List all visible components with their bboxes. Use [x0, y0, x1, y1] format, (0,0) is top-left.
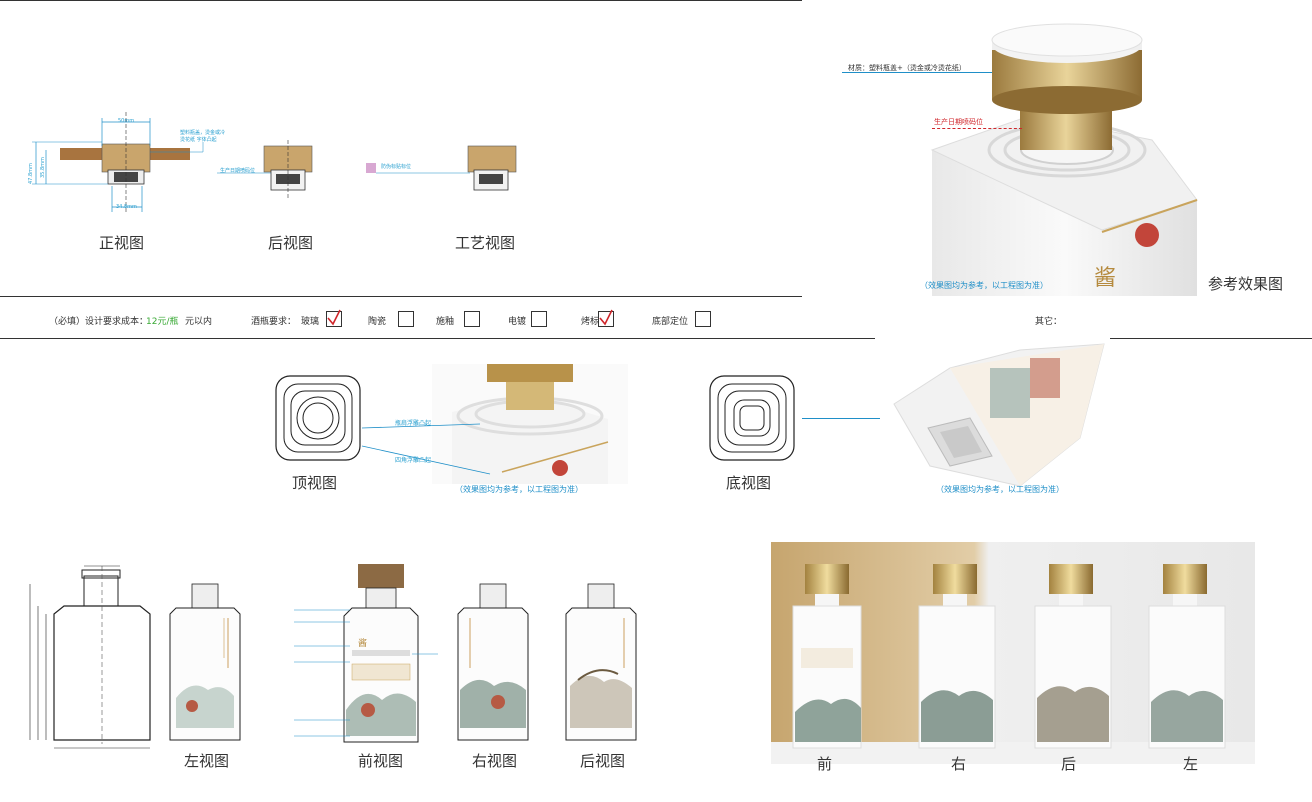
top-emboss-label: 瓶肩浮雕凸起 [395, 420, 432, 427]
top-border-line [0, 0, 802, 1]
top-view-drawing [275, 375, 361, 461]
photo-label-front: 前 [817, 755, 833, 773]
back-cap-drawing [217, 140, 313, 200]
photo-bottle-back [1034, 564, 1112, 749]
glaze-label: 施釉 [436, 317, 455, 327]
bottle-req-label: 酒瓶要求： [251, 317, 297, 327]
dimension-bottle-drawing [29, 565, 151, 749]
back-view-bottle [565, 583, 637, 741]
cost-value: 12元/瓶 [146, 317, 179, 327]
date-code-small-label: 生产日期喷码位 [220, 168, 256, 174]
front-view-bottle: 酱 [294, 564, 438, 743]
bottom-view-leader [802, 418, 907, 419]
craft-cap-drawing [376, 145, 517, 191]
dim-35: 35.8mm [40, 157, 46, 178]
effect-note-bottom: （效果图均为参考，以工程图为准） [936, 485, 1064, 494]
anti-fake-label: 防伪标贴标位 [381, 164, 412, 170]
top-view-leaders [361, 423, 491, 475]
req-top-line [0, 296, 802, 297]
front-view-caption: 正视图 [99, 234, 145, 252]
plating-label: 电镀 [508, 317, 527, 327]
bottom-render [880, 338, 1110, 486]
glass-label: 玻璃 [301, 317, 320, 327]
dim-34: 34.8mm [116, 204, 137, 210]
glaze-checkbox[interactable] [464, 311, 480, 327]
bottom-pos-label: 底部定位 [652, 317, 689, 327]
bottom-view-drawing [709, 375, 795, 461]
left-view-bottle [169, 583, 241, 741]
glass-checkbox[interactable] [326, 309, 342, 327]
photo-label-right: 右 [951, 755, 967, 773]
back-view-caption: 后视图 [268, 234, 314, 252]
shoulder-render [432, 364, 628, 484]
left-view-caption: 左视图 [184, 752, 230, 770]
dim-47: 47.8mm [28, 163, 34, 184]
right-view-caption: 右视图 [472, 752, 518, 770]
date-code-label: 生产日期喷码位 [934, 118, 983, 126]
req-bottom-line-right [1110, 338, 1312, 339]
check-icon [599, 309, 613, 326]
top-view-caption: 顶视图 [292, 474, 338, 492]
bottom-view-caption: 底视图 [726, 474, 772, 492]
material-label: 材质：塑料瓶盖+（烫金或冷烫花纸） [848, 64, 966, 72]
material-leader [842, 72, 992, 73]
ceramic-checkbox[interactable] [398, 311, 414, 327]
bottom-pos-checkbox[interactable] [695, 311, 711, 327]
photo-bottle-right [918, 564, 996, 749]
dim-50: 50mm [118, 118, 135, 124]
req-bottom-line-left [0, 338, 875, 339]
ceramic-label: 陶瓷 [368, 317, 387, 327]
svg-text:酱: 酱 [358, 637, 367, 649]
photo-bottle-left [1148, 564, 1226, 749]
effect-note-mid: （效果图均为参考，以工程图为准） [455, 485, 583, 494]
plating-checkbox[interactable] [531, 311, 547, 327]
photo-label-back: 后 [1061, 755, 1077, 773]
svg-text:酱: 酱 [1094, 266, 1116, 291]
front-cap-drawing [32, 112, 204, 212]
reference-render: 酱 [802, 0, 1312, 296]
craft-view-caption: 工艺视图 [455, 234, 516, 252]
date-code-leader [932, 128, 1022, 129]
right-view-bottle [457, 583, 529, 741]
decal-label: 烤标 [581, 317, 600, 327]
product-photo [771, 542, 1255, 764]
back-view2-caption: 后视图 [580, 752, 626, 770]
reference-effect-caption: 参考效果图 [1208, 275, 1284, 293]
shoulder-emboss-label: 四角浮雕凸起 [395, 457, 432, 464]
front-view2-caption: 前视图 [358, 752, 404, 770]
cost-suffix: 元以内 [185, 317, 213, 327]
cap-note: 塑料瓶盖，烫金或冷烫花纸 字体凸起 [180, 130, 226, 143]
anti-fake-swatch [366, 163, 376, 173]
other-label: 其它： [1035, 317, 1063, 327]
cost-prefix: （必填）设计要求成本： [49, 317, 149, 327]
decal-checkbox[interactable] [598, 309, 614, 327]
check-icon [327, 309, 341, 326]
effect-note-top: （效果图均为参考，以工程图为准） [920, 281, 1048, 290]
photo-bottle-front [792, 564, 862, 749]
photo-label-left: 左 [1183, 755, 1199, 773]
